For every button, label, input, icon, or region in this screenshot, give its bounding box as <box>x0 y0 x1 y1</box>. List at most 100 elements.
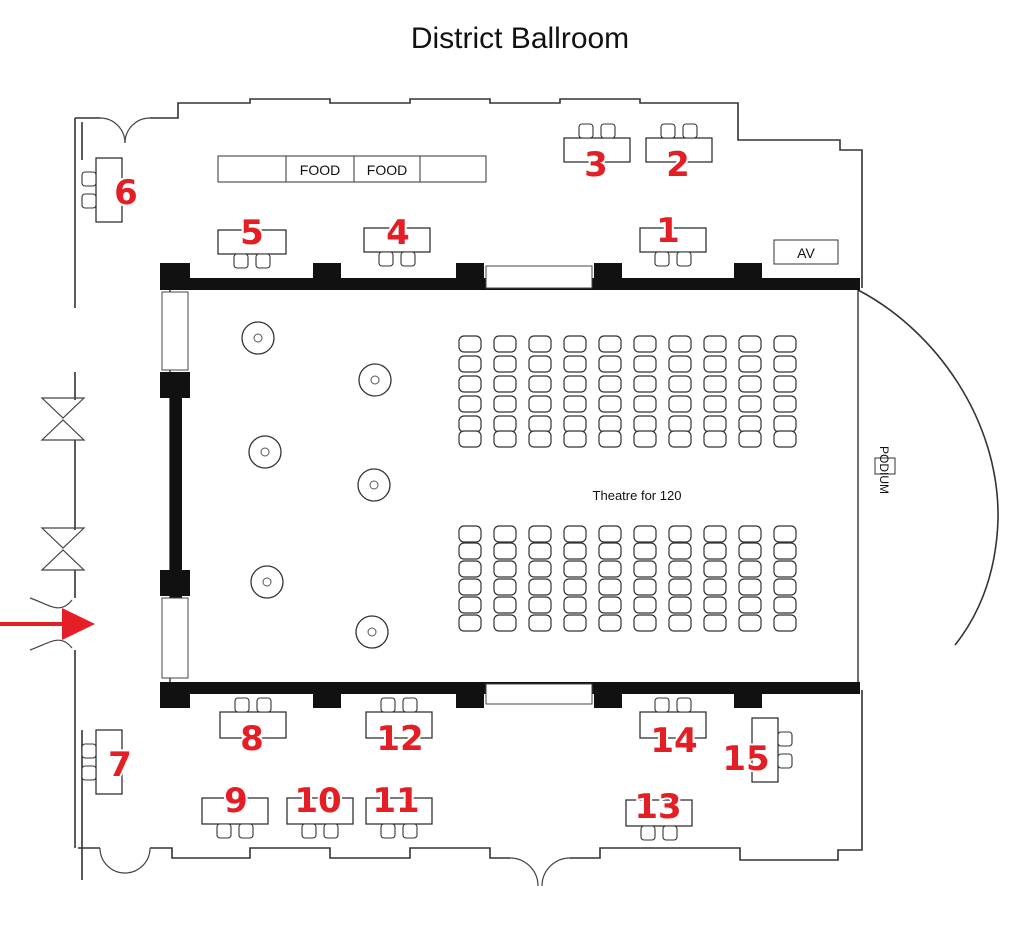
theatre-chair <box>668 355 692 373</box>
theatre-chair <box>668 430 692 448</box>
cocktail-table <box>250 565 284 599</box>
theatre-chair <box>598 415 622 433</box>
table-number-15: 15 <box>722 739 769 779</box>
theatre-chair <box>633 614 657 632</box>
theatre-chair <box>563 596 587 614</box>
theatre-chair <box>458 525 482 543</box>
theatre-chair <box>633 335 657 353</box>
vendor-table-9: 9 <box>201 779 269 839</box>
chair <box>378 251 394 267</box>
table-number-1: 1 <box>656 211 680 251</box>
theatre-chair <box>773 415 797 433</box>
food-label-1: FOOD <box>300 162 340 178</box>
theatre-chair <box>633 525 657 543</box>
theatre-chair <box>493 614 517 632</box>
table-number-13: 13 <box>634 787 681 827</box>
theatre-chair <box>738 596 762 614</box>
theatre-chair <box>668 375 692 393</box>
table-number-12: 12 <box>376 719 423 759</box>
cocktail-table <box>355 615 389 649</box>
table-number-7: 7 <box>108 745 132 785</box>
podium-label: PODIUM <box>877 446 891 494</box>
table-number-2: 2 <box>666 145 690 185</box>
theatre-chair <box>703 430 727 448</box>
theatre-chair <box>598 560 622 578</box>
theatre-chair <box>738 578 762 596</box>
table-number-11: 11 <box>372 781 419 821</box>
theatre-chair <box>493 355 517 373</box>
theatre-chair <box>738 355 762 373</box>
theatre-chair <box>598 542 622 560</box>
theatre-chair <box>598 375 622 393</box>
chair <box>578 123 594 139</box>
theatre-chair <box>633 578 657 596</box>
theatre-chair <box>528 375 552 393</box>
theatre-chair <box>773 375 797 393</box>
theatre-chair <box>598 430 622 448</box>
vendor-table-7: 7 <box>81 729 134 795</box>
theatre-chair <box>458 375 482 393</box>
cocktail-table <box>248 435 282 469</box>
theatre-chair <box>633 542 657 560</box>
theatre-chair <box>598 614 622 632</box>
chair <box>662 825 678 841</box>
theatre-chair <box>598 525 622 543</box>
theatre-chair <box>493 415 517 433</box>
vendor-table-14: 14 <box>639 697 707 763</box>
chair <box>777 731 793 747</box>
theatre-chair <box>738 375 762 393</box>
cocktail-table <box>357 468 391 502</box>
theatre-chair <box>493 335 517 353</box>
table-number-8: 8 <box>240 719 264 759</box>
theatre-chair <box>598 355 622 373</box>
food-label-2: FOOD <box>367 162 407 178</box>
chair <box>238 823 254 839</box>
theatre-chair <box>738 614 762 632</box>
av-label: AV <box>797 245 815 261</box>
inner-room <box>160 263 860 708</box>
theatre-chair <box>703 395 727 413</box>
chair <box>676 697 692 713</box>
theatre-chair <box>458 430 482 448</box>
theatre-chair <box>738 395 762 413</box>
theatre-chair <box>458 578 482 596</box>
theatre-chair <box>773 430 797 448</box>
vendor-table-2: 2 <box>645 123 713 187</box>
chair <box>81 171 97 187</box>
food-station: FOOD FOOD <box>217 155 487 183</box>
vendor-table-3: 3 <box>563 123 631 187</box>
theatre-chair <box>703 560 727 578</box>
theatre-chair <box>738 430 762 448</box>
chair <box>682 123 698 139</box>
theatre-seating <box>458 335 797 632</box>
table-number-9: 9 <box>224 781 248 821</box>
table-number-3: 3 <box>584 145 608 185</box>
chair <box>777 753 793 769</box>
theatre-chair <box>493 578 517 596</box>
theatre-chair <box>703 335 727 353</box>
chair <box>301 823 317 839</box>
theatre-chair <box>633 415 657 433</box>
theatre-chair <box>773 578 797 596</box>
entry-arrow-icon <box>0 608 95 640</box>
cocktail-tables <box>241 321 392 649</box>
cocktail-table <box>241 321 275 355</box>
podium: PODIUM <box>874 446 896 494</box>
theatre-chair <box>703 415 727 433</box>
theatre-chair <box>493 542 517 560</box>
chair <box>81 193 97 209</box>
theatre-chair <box>458 395 482 413</box>
theatre-chair <box>633 355 657 373</box>
theatre-chair <box>738 415 762 433</box>
doors <box>29 117 571 887</box>
theatre-chair <box>563 335 587 353</box>
theatre-chair <box>668 578 692 596</box>
theatre-chair <box>563 542 587 560</box>
theatre-chair <box>773 395 797 413</box>
cocktail-table <box>358 363 392 397</box>
theatre-chair <box>773 355 797 373</box>
theatre-chair <box>458 355 482 373</box>
chair <box>81 743 97 759</box>
chair <box>400 251 416 267</box>
